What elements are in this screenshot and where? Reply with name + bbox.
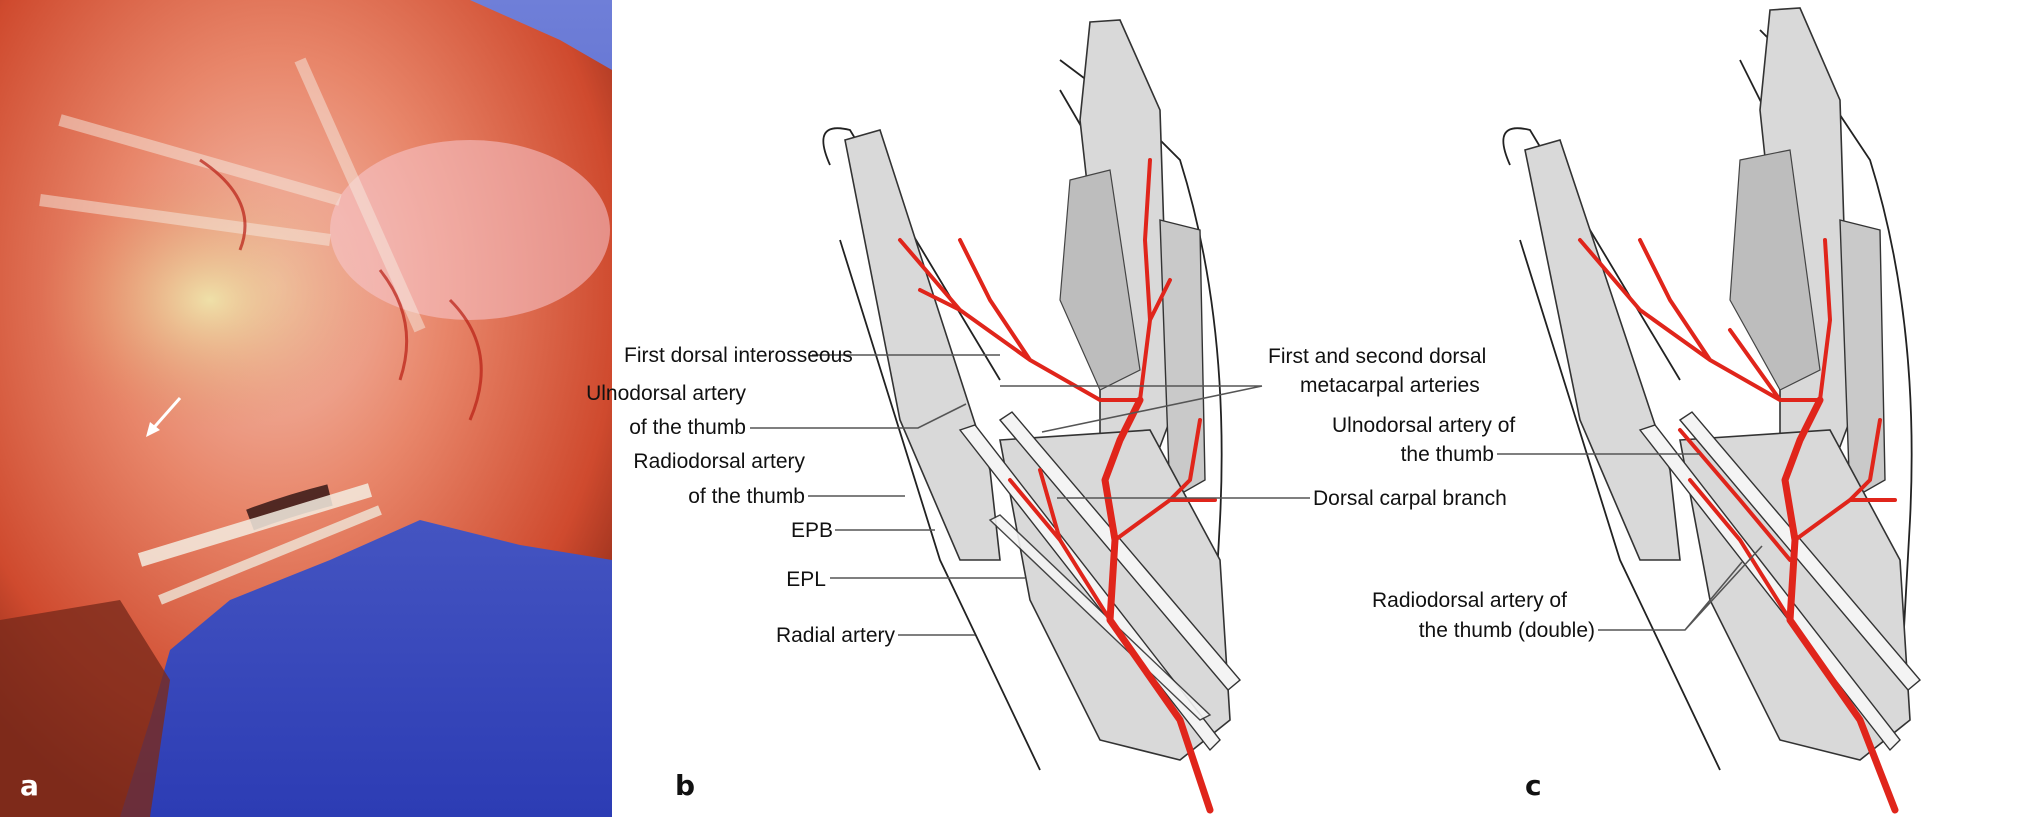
label-c-radiodorsal-line1: Radiodorsal artery of bbox=[1372, 589, 1567, 612]
panel-b-illustration: First dorsal interosseous Ulnodorsal art… bbox=[586, 19, 1507, 814]
panel-letter-a: a bbox=[20, 769, 39, 802]
panel-a-photo: a bbox=[0, 0, 612, 817]
panel-letter-b: b bbox=[675, 769, 695, 802]
label-radiodorsal-line2: of the thumb bbox=[688, 485, 805, 508]
label-metacarpal-line1: First and second dorsal bbox=[1268, 345, 1486, 368]
label-c-radiodorsal-line2: the thumb (double) bbox=[1419, 619, 1595, 642]
arrow-icon bbox=[146, 397, 182, 437]
label-c-ulnodorsal-line1: Ulnodorsal artery of bbox=[1332, 414, 1515, 437]
label-first-dorsal-interosseous: First dorsal interosseous bbox=[624, 344, 853, 367]
label-dorsal-carpal-branch: Dorsal carpal branch bbox=[1313, 487, 1507, 510]
label-metacarpal-line2: metacarpal arteries bbox=[1300, 374, 1480, 397]
label-radiodorsal-line1: Radiodorsal artery bbox=[633, 450, 805, 473]
label-epl: EPL bbox=[786, 568, 826, 591]
panel-letter-c: c bbox=[1525, 769, 1542, 802]
panel-c-illustration: Ulnodorsal artery of the thumb Radiodors… bbox=[1332, 7, 1921, 814]
label-ulnodorsal-line1: Ulnodorsal artery bbox=[586, 382, 746, 405]
label-ulnodorsal-line2: of the thumb bbox=[629, 416, 746, 439]
label-radial-artery: Radial artery bbox=[776, 624, 896, 647]
label-epb: EPB bbox=[791, 519, 833, 542]
label-c-ulnodorsal-line2: the thumb bbox=[1401, 443, 1494, 466]
